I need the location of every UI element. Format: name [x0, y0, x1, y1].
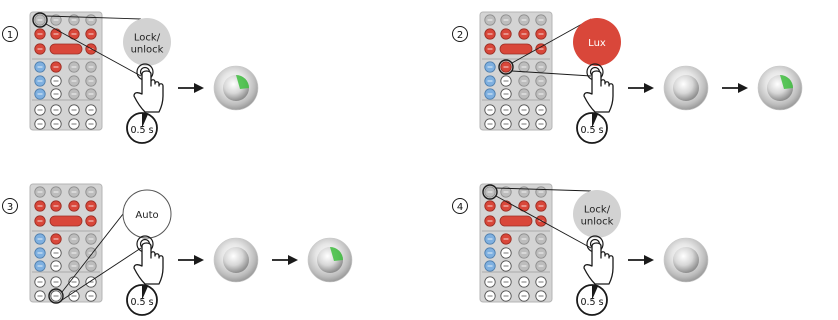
- timer-wedge: [142, 285, 148, 300]
- timer-label: 0.5 s: [130, 125, 153, 136]
- callout-label-line: unlock: [131, 45, 164, 56]
- callout-bubble: [122, 189, 172, 239]
- timer-label: 0.5 s: [580, 297, 603, 308]
- timer-wedge: [592, 285, 598, 300]
- hand-outline: [583, 242, 614, 285]
- arrow-head: [644, 83, 654, 93]
- step-4: 4 Lock/unlock 0.5 s: [452, 183, 709, 316]
- callout-label-line: Lock/: [584, 205, 611, 216]
- arrow-head: [194, 255, 204, 265]
- light-sensor-icon: [213, 65, 259, 111]
- stopwatch-icon: 0.5 s: [126, 284, 158, 316]
- callout-line: [495, 187, 592, 192]
- pointing-hand-icon: [583, 63, 614, 113]
- sensor-lens: [223, 247, 249, 273]
- callout-label: Lock/unlock: [131, 33, 164, 56]
- callout-label: Auto: [135, 210, 158, 221]
- timer-label: 0.5 s: [130, 297, 153, 308]
- sensor-green-indicator: [236, 75, 249, 89]
- remote-button: [49, 43, 83, 55]
- callout-bubble: [573, 18, 621, 66]
- arrow-head: [194, 83, 204, 93]
- stopwatch-icon: 0.5 s: [126, 112, 158, 144]
- sensor-lens: [673, 247, 699, 273]
- pointing-hand-icon: [133, 235, 164, 285]
- step-number: 4: [457, 202, 463, 213]
- highlight-ring: [482, 184, 498, 200]
- timer-wedge: [592, 113, 598, 128]
- sensor-green-indicator: [330, 247, 343, 261]
- callout-label: Lock/unlock: [581, 205, 614, 228]
- hand-outline: [583, 70, 614, 113]
- callout-label-line: unlock: [581, 217, 614, 228]
- callout-label: Lux: [588, 38, 606, 49]
- step-number-badge: [452, 198, 468, 214]
- stopwatch-icon: 0.5 s: [576, 112, 608, 144]
- arrow-right-icon: [628, 255, 654, 265]
- step-number-badge: [2, 198, 18, 214]
- callout-line: [511, 70, 592, 77]
- light-sensor-icon: [757, 65, 803, 111]
- callout-line: [511, 18, 592, 64]
- callout-bubble: [573, 190, 621, 238]
- highlight-ring: [32, 12, 48, 28]
- light-sensor-icon: [213, 237, 259, 283]
- step-number: 2: [457, 30, 463, 41]
- step-number-badge: [2, 26, 18, 42]
- timer-wedge: [142, 113, 148, 128]
- callout-label-line: Lux: [588, 38, 606, 49]
- sensor-lens: [673, 75, 699, 101]
- pointing-hand-icon: [583, 235, 614, 285]
- highlight-ring: [48, 288, 64, 304]
- arrow-right-icon: [272, 255, 298, 265]
- callout-label-line: Auto: [135, 210, 158, 221]
- callout-bubble: [123, 18, 171, 66]
- light-sensor-icon: [663, 65, 709, 111]
- hand-outline: [133, 242, 164, 285]
- callout-line: [61, 247, 142, 301]
- callout-label-line: Lock/: [134, 33, 161, 44]
- arrow-head: [644, 255, 654, 265]
- sensor-green-indicator: [780, 75, 793, 89]
- callout-line: [45, 23, 142, 77]
- arrow-right-icon: [178, 255, 204, 265]
- arrow-right-icon: [178, 83, 204, 93]
- step-number-badge: [452, 26, 468, 42]
- callout-line: [495, 195, 592, 249]
- remote-button: [499, 215, 533, 227]
- light-sensor-icon: [307, 237, 353, 283]
- arrow-right-icon: [628, 83, 654, 93]
- arrow-head: [288, 255, 298, 265]
- light-sensor-icon: [663, 237, 709, 283]
- hand-outline: [133, 70, 164, 113]
- step-number: 1: [7, 30, 13, 41]
- stopwatch-icon: 0.5 s: [576, 284, 608, 316]
- timer-label: 0.5 s: [580, 125, 603, 136]
- remote-button: [49, 215, 83, 227]
- arrow-right-icon: [722, 83, 748, 93]
- callout-line: [45, 15, 142, 20]
- pointing-hand-icon: [133, 63, 164, 113]
- step-1: 1 Lock/unlock 0.5 s: [2, 11, 259, 144]
- highlight-ring: [498, 59, 514, 75]
- step-number: 3: [7, 202, 13, 213]
- arrow-head: [738, 83, 748, 93]
- remote-button: [499, 43, 533, 55]
